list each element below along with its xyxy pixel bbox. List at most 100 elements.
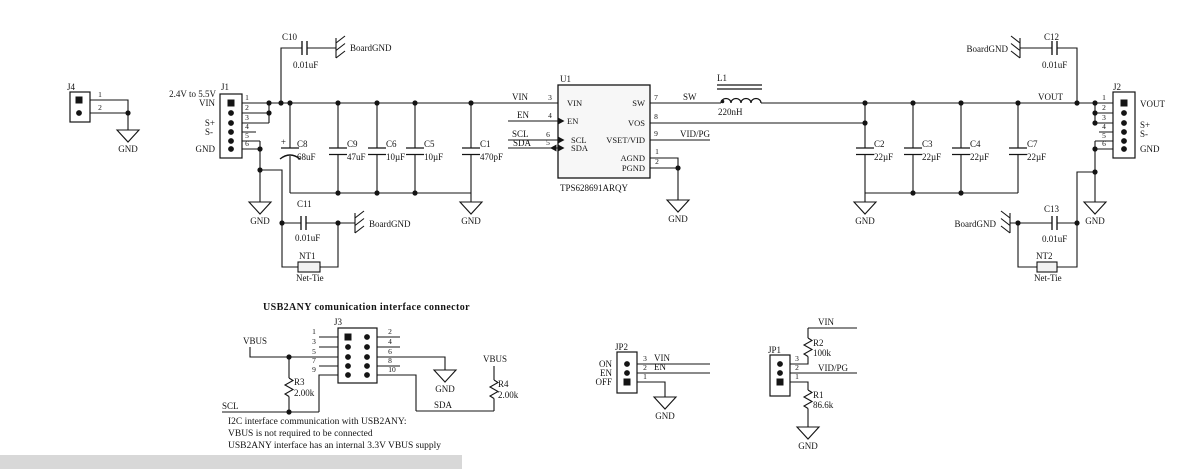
connector-j4 xyxy=(69,91,91,123)
ic-u1 xyxy=(550,84,651,179)
ref-nt1: NT1 xyxy=(299,251,316,261)
val-l1: 220nH xyxy=(718,107,743,117)
sda-bidir-arrow-icon xyxy=(558,144,565,152)
type-nt1: Net-Tie xyxy=(296,273,324,283)
val-r2: 100k xyxy=(813,348,832,358)
u1-part-number: TPS628691ARQY xyxy=(560,183,629,193)
connector-j3 xyxy=(337,327,378,384)
u1-pin-sw: SW xyxy=(632,98,645,108)
u1-pin-num-en: 4 xyxy=(548,111,552,120)
val-c11: 0.01uF xyxy=(295,233,320,243)
note-line-3: USB2ANY interface has an internal 3.3V V… xyxy=(228,440,441,451)
ref-c3: C3 xyxy=(922,139,933,149)
resistor-symbols xyxy=(283,337,814,409)
net-vidpg: VID/PG xyxy=(680,129,711,139)
c8-plus-sign: + xyxy=(281,137,286,147)
j1-pin-num: 1 xyxy=(245,93,249,102)
net-scl-bottom: SCL xyxy=(222,401,239,411)
boardgnd-label-c11: BoardGND xyxy=(369,219,411,229)
net-vout: VOUT xyxy=(1038,92,1063,102)
ref-c11: C11 xyxy=(297,199,312,209)
u1-pin-num-pgnd: 2 xyxy=(655,157,659,166)
j2-splus-label: S+ xyxy=(1140,120,1150,130)
jp1-pin-num: 1 xyxy=(795,372,799,381)
u1-pin-num-sda: 5 xyxy=(546,138,550,147)
val-c8: 68uF xyxy=(297,152,316,162)
u1-pin-vsetvid: VSET/VID xyxy=(606,135,645,145)
j2-pin-num: 3 xyxy=(1102,113,1106,122)
input-voltage-range: 2.4V to 5.5V xyxy=(169,89,216,99)
gnd-label-jp2: GND xyxy=(655,411,675,421)
gnd-label-u1: GND xyxy=(668,214,688,224)
val-c5: 10µF xyxy=(424,152,443,162)
connector-j1 xyxy=(219,93,243,159)
net-vbus-right: VBUS xyxy=(483,354,507,364)
ref-c12: C12 xyxy=(1044,32,1059,42)
scl-input-arrow-icon xyxy=(558,136,565,144)
jp1-net-vidpg: VID/PG xyxy=(818,363,849,373)
val-c3: 22µF xyxy=(922,152,941,162)
j3-pin-num: 3 xyxy=(312,337,316,346)
jp1-net-vin: VIN xyxy=(818,317,834,327)
j3-pin-num: 4 xyxy=(388,337,392,346)
gnd-label-j3: GND xyxy=(435,384,455,394)
ref-c4: C4 xyxy=(970,139,981,149)
j3-pin-num: 1 xyxy=(312,327,316,336)
inductor-l1-symbol xyxy=(717,84,762,104)
resistor-r3 xyxy=(283,377,295,397)
j3-pin-num: 10 xyxy=(388,365,396,374)
net-tie-nt1 xyxy=(297,261,321,273)
net-sw: SW xyxy=(683,92,697,102)
boardgnd-label-c10: BoardGND xyxy=(350,43,392,53)
ref-j1: J1 xyxy=(221,82,229,92)
gnd-label-j1: GND xyxy=(250,216,270,226)
jp2-off-label: OFF xyxy=(595,377,612,387)
bottom-gray-strip xyxy=(0,455,462,469)
val-r4: 2.00k xyxy=(498,390,519,400)
ref-c2: C2 xyxy=(874,139,885,149)
ref-r3: R3 xyxy=(294,377,305,387)
val-c6: 10µF xyxy=(386,152,405,162)
ref-u1: U1 xyxy=(560,74,571,84)
jp1-pin-num: 3 xyxy=(795,354,799,363)
j1-sminus-label: S- xyxy=(205,127,213,137)
j2-gnd-label: GND xyxy=(1140,144,1160,154)
net-scl: SCL xyxy=(512,129,529,139)
net-sda-bottom: SDA xyxy=(434,400,453,410)
jp2-pin-num: 3 xyxy=(643,354,647,363)
en-input-arrow-icon xyxy=(558,117,565,125)
u1-pin-num-vset: 9 xyxy=(654,129,658,138)
note-line-1: I2C interface communication with USB2ANY… xyxy=(228,416,407,427)
u1-pin-pgnd: PGND xyxy=(622,163,645,173)
ground-symbols xyxy=(115,129,1108,440)
resistor-r4 xyxy=(488,379,500,399)
net-sda: SDA xyxy=(513,138,532,148)
boardgnd-label-c13: BoardGND xyxy=(955,219,997,229)
u1-pin-sda: SDA xyxy=(571,143,589,153)
ref-c9: C9 xyxy=(347,139,358,149)
boardgnd-label-c12: BoardGND xyxy=(967,44,1009,54)
j2-pin-num: 4 xyxy=(1102,122,1106,131)
u1-pin-num-vin: 3 xyxy=(548,93,552,102)
net-en: EN xyxy=(517,110,529,120)
gnd-label-j4: GND xyxy=(118,144,138,154)
u1-pin-num-scl: 6 xyxy=(546,130,550,139)
u1-pin-num-vos: 8 xyxy=(654,112,658,121)
j1-pin-num: 4 xyxy=(245,122,249,131)
j4-pin1-num: 1 xyxy=(98,90,102,99)
ref-j2: J2 xyxy=(1113,82,1121,92)
net-vbus-left: VBUS xyxy=(243,336,267,346)
ref-c6: C6 xyxy=(386,139,397,149)
jp2-on-label: ON xyxy=(599,359,612,369)
j2-pin-num: 6 xyxy=(1102,139,1106,148)
j4-pin2-num: 2 xyxy=(98,103,102,112)
sda-bidir-arrow2-icon xyxy=(550,144,557,152)
val-c13: 0.01uF xyxy=(1042,234,1067,244)
connector-jp1 xyxy=(769,354,791,397)
j1-gnd-label: GND xyxy=(196,144,216,154)
ref-j4: J4 xyxy=(67,82,76,92)
capacitor-plates xyxy=(279,41,1058,230)
ref-jp2: JP2 xyxy=(615,342,628,352)
